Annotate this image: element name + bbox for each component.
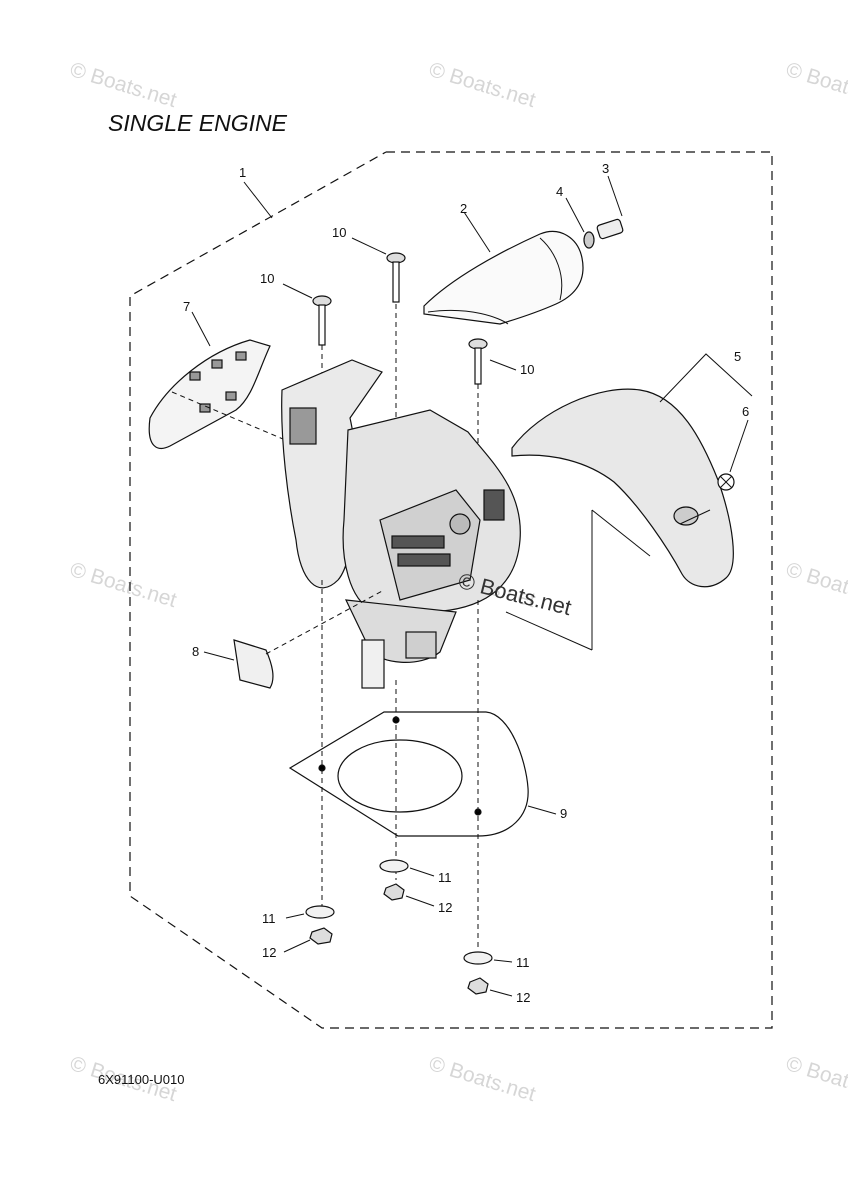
washer-11a [285,905,335,919]
part-code: 6X91100-U010 [98,1072,185,1087]
callout-10b: 10 [260,271,274,286]
callout-8: 8 [192,644,199,659]
callout-11a: 11 [262,911,276,926]
callout-1: 1 [239,165,246,180]
callout-12a: 12 [262,945,276,960]
washer-11c [463,951,513,965]
leader-line [243,181,273,219]
callout-5: 5 [734,349,741,364]
callout-12c: 12 [516,990,530,1005]
callout-3: 3 [602,161,609,176]
callout-7: 7 [183,299,190,314]
callout-9: 9 [560,806,567,821]
grip-cover-5 [511,353,753,588]
washer-4 [565,197,595,249]
callout-4: 4 [556,184,563,199]
nut-12a [283,927,333,953]
clip-6 [679,419,749,525]
nut-12b [383,883,435,907]
callout-10a: 10 [332,225,346,240]
callout-10c: 10 [520,362,534,377]
base-plate-9 [288,580,557,950]
diagram-title: SINGLE ENGINE [108,110,287,136]
side-cover-7 [148,311,291,449]
top-cover [423,211,584,325]
cover-8 [203,589,385,689]
callout-2: 2 [460,201,467,216]
callout-11b: 11 [438,870,452,885]
remote-control-body [281,359,651,689]
screw-3 [596,175,624,240]
callout-12b: 12 [438,900,452,915]
nut-12c [467,977,513,997]
washer-11b [379,859,435,877]
assembly-outline [129,151,773,1029]
callout-11c: 11 [516,955,530,970]
callout-6: 6 [742,404,749,419]
